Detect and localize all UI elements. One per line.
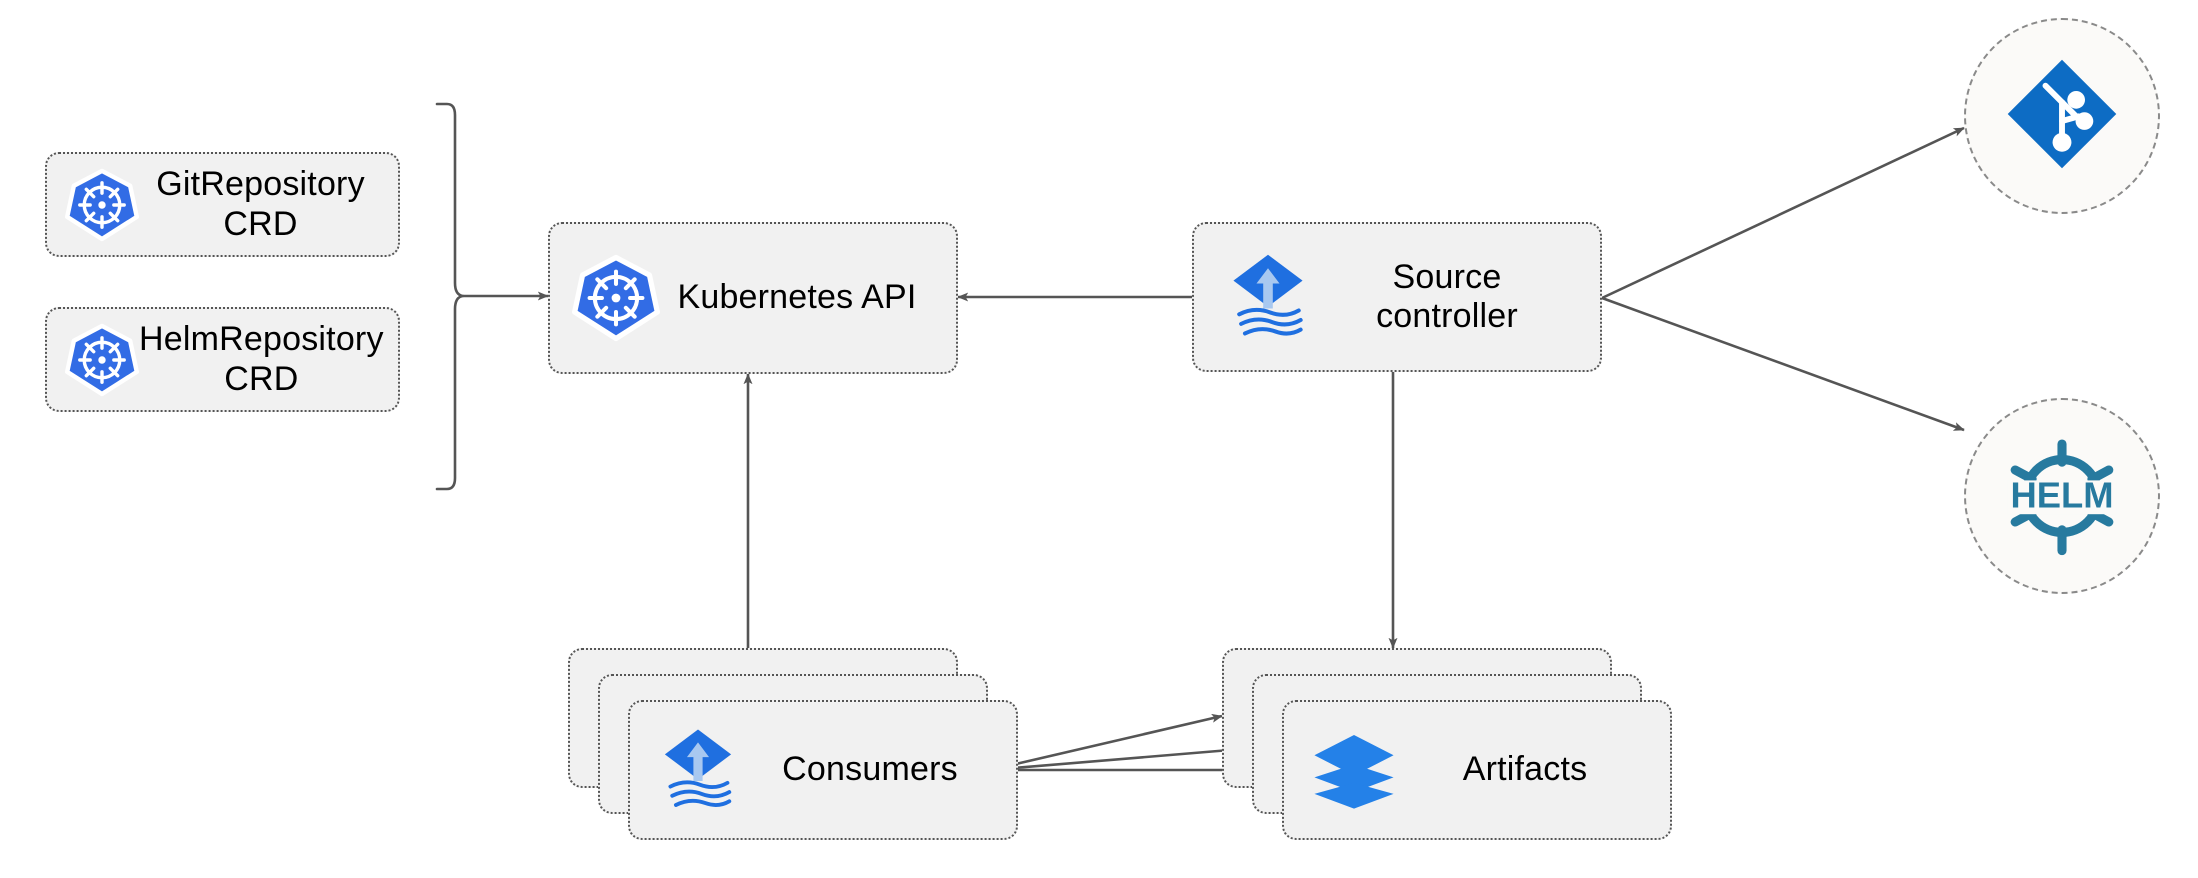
node-git-repository-crd[interactable]: GitRepository CRD — [45, 152, 400, 257]
flux-icon — [652, 724, 744, 816]
node-consumers[interactable]: Consumers — [628, 700, 1018, 840]
node-label: HelmRepository CRD — [139, 320, 384, 398]
edge-source-to-git — [1601, 126, 1965, 300]
node-kubernetes-api[interactable]: Kubernetes API — [548, 222, 958, 374]
node-helm-repository-crd[interactable]: HelmRepository CRD — [45, 307, 400, 412]
edge-consumers-to-artifacts-back — [989, 713, 1223, 772]
kubernetes-icon — [65, 323, 139, 397]
node-git-source[interactable] — [1964, 18, 2160, 214]
node-label: Source controller — [1376, 257, 1518, 335]
node-artifacts[interactable]: Artifacts — [1282, 700, 1672, 840]
flux-icon — [1220, 249, 1316, 345]
node-label: GitRepository CRD — [156, 165, 365, 243]
layers-icon — [1308, 724, 1400, 816]
node-helm-source[interactable]: HELM — [1964, 398, 2160, 594]
git-icon — [2003, 55, 2121, 178]
node-label: Kubernetes API — [677, 278, 917, 317]
node-label: Artifacts — [1462, 750, 1588, 789]
edge-consumers-to-artifacts-mid — [989, 744, 1255, 772]
node-source-controller[interactable]: Source controller — [1192, 222, 1602, 372]
kubernetes-icon — [572, 254, 660, 342]
crd-group-bracket — [435, 102, 465, 491]
edge-source-to-helm — [1601, 296, 1965, 432]
kubernetes-icon — [65, 168, 139, 242]
helm-wordmark: HELM — [2010, 475, 2113, 516]
helm-icon: HELM — [1997, 431, 2127, 561]
node-label: Consumers — [782, 750, 958, 789]
